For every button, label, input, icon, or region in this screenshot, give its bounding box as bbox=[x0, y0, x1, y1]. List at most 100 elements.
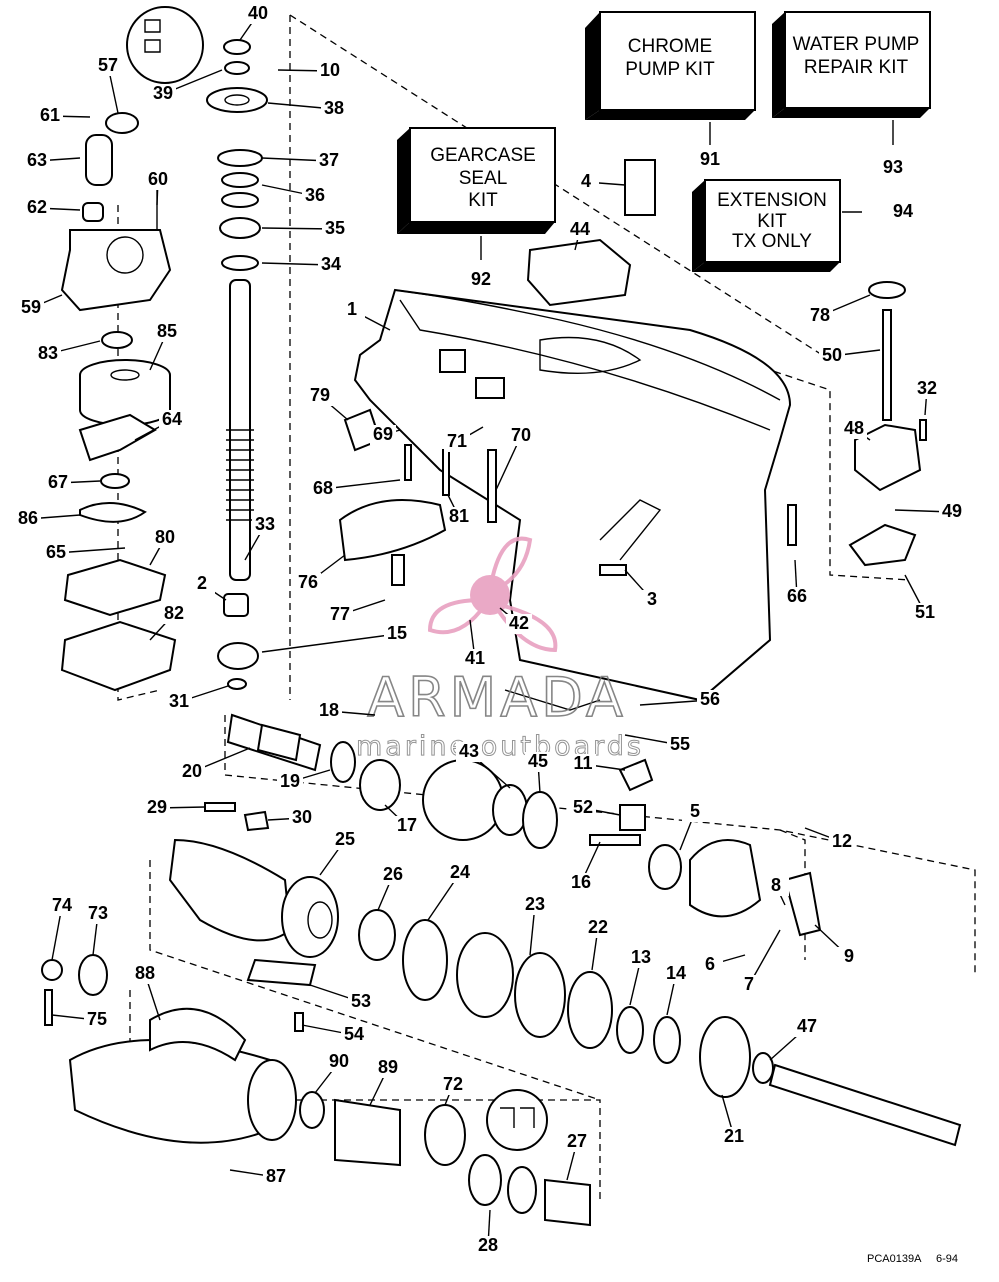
callout-19: 19 bbox=[280, 771, 300, 791]
callout-77: 77 bbox=[330, 604, 350, 624]
callout-23: 23 bbox=[525, 894, 545, 914]
callout-57: 57 bbox=[98, 55, 118, 75]
callout-bg-75 bbox=[84, 1010, 110, 1030]
callout-bg-60 bbox=[145, 170, 171, 190]
callout-3: 3 bbox=[647, 589, 657, 609]
callout-85: 85 bbox=[157, 321, 177, 341]
callout-bg-83 bbox=[35, 344, 61, 364]
callout-bg-87 bbox=[263, 1167, 289, 1187]
callout-16: 16 bbox=[571, 872, 591, 892]
callout-56: 56 bbox=[700, 689, 720, 709]
kit-label-water-2: REPAIR KIT bbox=[804, 57, 909, 78]
callout-86: 86 bbox=[18, 508, 38, 528]
kit-label-extension-3: TX ONLY bbox=[732, 231, 812, 252]
callout-bg-23 bbox=[522, 895, 548, 915]
callout-79: 79 bbox=[310, 385, 330, 405]
callout-71: 71 bbox=[447, 431, 467, 451]
gearcase-housing bbox=[353, 288, 792, 711]
callout-12: 12 bbox=[832, 831, 852, 851]
callout-bg-59 bbox=[18, 298, 44, 318]
callout-bg-79 bbox=[307, 386, 333, 406]
callout-10: 10 bbox=[320, 60, 340, 80]
callout-leader-15 bbox=[261, 633, 398, 653]
callout-78: 78 bbox=[810, 305, 830, 325]
callout-8: 8 bbox=[771, 875, 781, 895]
callout-76: 76 bbox=[298, 572, 318, 592]
callout-18: 18 bbox=[319, 700, 339, 720]
callout-59: 59 bbox=[21, 297, 41, 317]
callout-bg-71 bbox=[444, 432, 470, 452]
callout-28: 28 bbox=[478, 1235, 498, 1255]
callout-74: 74 bbox=[52, 895, 72, 915]
callout-15: 15 bbox=[387, 623, 407, 643]
callout-4: 4 bbox=[581, 171, 591, 191]
kit-leader-lines bbox=[480, 120, 894, 260]
callout-81: 81 bbox=[449, 506, 469, 526]
lower-gear-train bbox=[168, 713, 962, 1147]
kit-label-extension-2: KIT bbox=[757, 211, 787, 232]
callout-35: 35 bbox=[325, 218, 345, 238]
callout-27: 27 bbox=[567, 1131, 587, 1151]
kit-label-extension-1: EXTENSION bbox=[717, 190, 827, 211]
callout-90: 90 bbox=[329, 1051, 349, 1071]
inset-circle-28 bbox=[486, 1089, 548, 1151]
callout-bg-29 bbox=[144, 798, 170, 818]
callout-bg-28 bbox=[475, 1236, 501, 1256]
callout-88: 88 bbox=[135, 963, 155, 983]
callout-22: 22 bbox=[588, 917, 608, 937]
callout-1: 1 bbox=[347, 299, 357, 319]
callout-bg-53 bbox=[348, 992, 374, 1012]
callout-32: 32 bbox=[917, 378, 937, 398]
callout-bg-21 bbox=[721, 1127, 747, 1147]
callout-bg-17 bbox=[394, 816, 420, 836]
callout-9: 9 bbox=[844, 946, 854, 966]
callout-bg-56 bbox=[697, 690, 723, 710]
callout-66: 66 bbox=[787, 586, 807, 606]
callout-bg-18 bbox=[316, 701, 342, 721]
driveshaft-stack bbox=[206, 87, 268, 690]
callout-bg-36 bbox=[302, 186, 328, 206]
callout-bg-63 bbox=[24, 151, 50, 171]
callout-bg-81 bbox=[446, 507, 472, 527]
callout-49: 49 bbox=[942, 501, 962, 521]
inset-circle-39-40 bbox=[126, 6, 204, 84]
callout-bg-43 bbox=[456, 742, 482, 762]
callout-bg-74 bbox=[49, 896, 75, 916]
water-pump-parts bbox=[60, 6, 251, 692]
callout-53: 53 bbox=[351, 991, 371, 1011]
callout-13: 13 bbox=[631, 947, 651, 967]
callout-bg-38 bbox=[321, 99, 347, 119]
callout-68: 68 bbox=[313, 478, 333, 498]
kit-callout-chrome: 91 bbox=[700, 149, 720, 169]
callout-39: 39 bbox=[153, 83, 173, 103]
callout-47: 47 bbox=[797, 1016, 817, 1036]
callout-26: 26 bbox=[383, 864, 403, 884]
callout-bg-7 bbox=[736, 975, 762, 995]
callout-54: 54 bbox=[344, 1024, 364, 1044]
callout-bg-55 bbox=[667, 735, 693, 755]
callout-bg-2 bbox=[189, 574, 215, 594]
callout-bg-34 bbox=[318, 255, 344, 275]
callout-bg-86 bbox=[15, 509, 41, 529]
callout-bg-69 bbox=[370, 425, 396, 445]
callout-31: 31 bbox=[169, 691, 189, 711]
callout-bg-6 bbox=[697, 955, 723, 975]
callout-70: 70 bbox=[511, 425, 531, 445]
callout-bg-52 bbox=[570, 798, 596, 818]
callout-83: 83 bbox=[38, 343, 58, 363]
callout-bg-10 bbox=[317, 61, 343, 81]
callout-2: 2 bbox=[197, 573, 207, 593]
callout-bg-35 bbox=[322, 219, 348, 239]
callout-bg-73 bbox=[85, 904, 111, 924]
callout-bg-22 bbox=[585, 918, 611, 938]
kit-label-gearcase-3: KIT bbox=[468, 190, 498, 211]
callout-bg-88 bbox=[132, 964, 158, 984]
callout-37: 37 bbox=[319, 150, 339, 170]
callout-42: 42 bbox=[509, 613, 529, 633]
callout-63: 63 bbox=[27, 150, 47, 170]
callout-21: 21 bbox=[724, 1126, 744, 1146]
callout-bg-67 bbox=[45, 473, 71, 493]
callout-bg-57 bbox=[95, 56, 121, 76]
callout-bg-19 bbox=[277, 772, 303, 792]
